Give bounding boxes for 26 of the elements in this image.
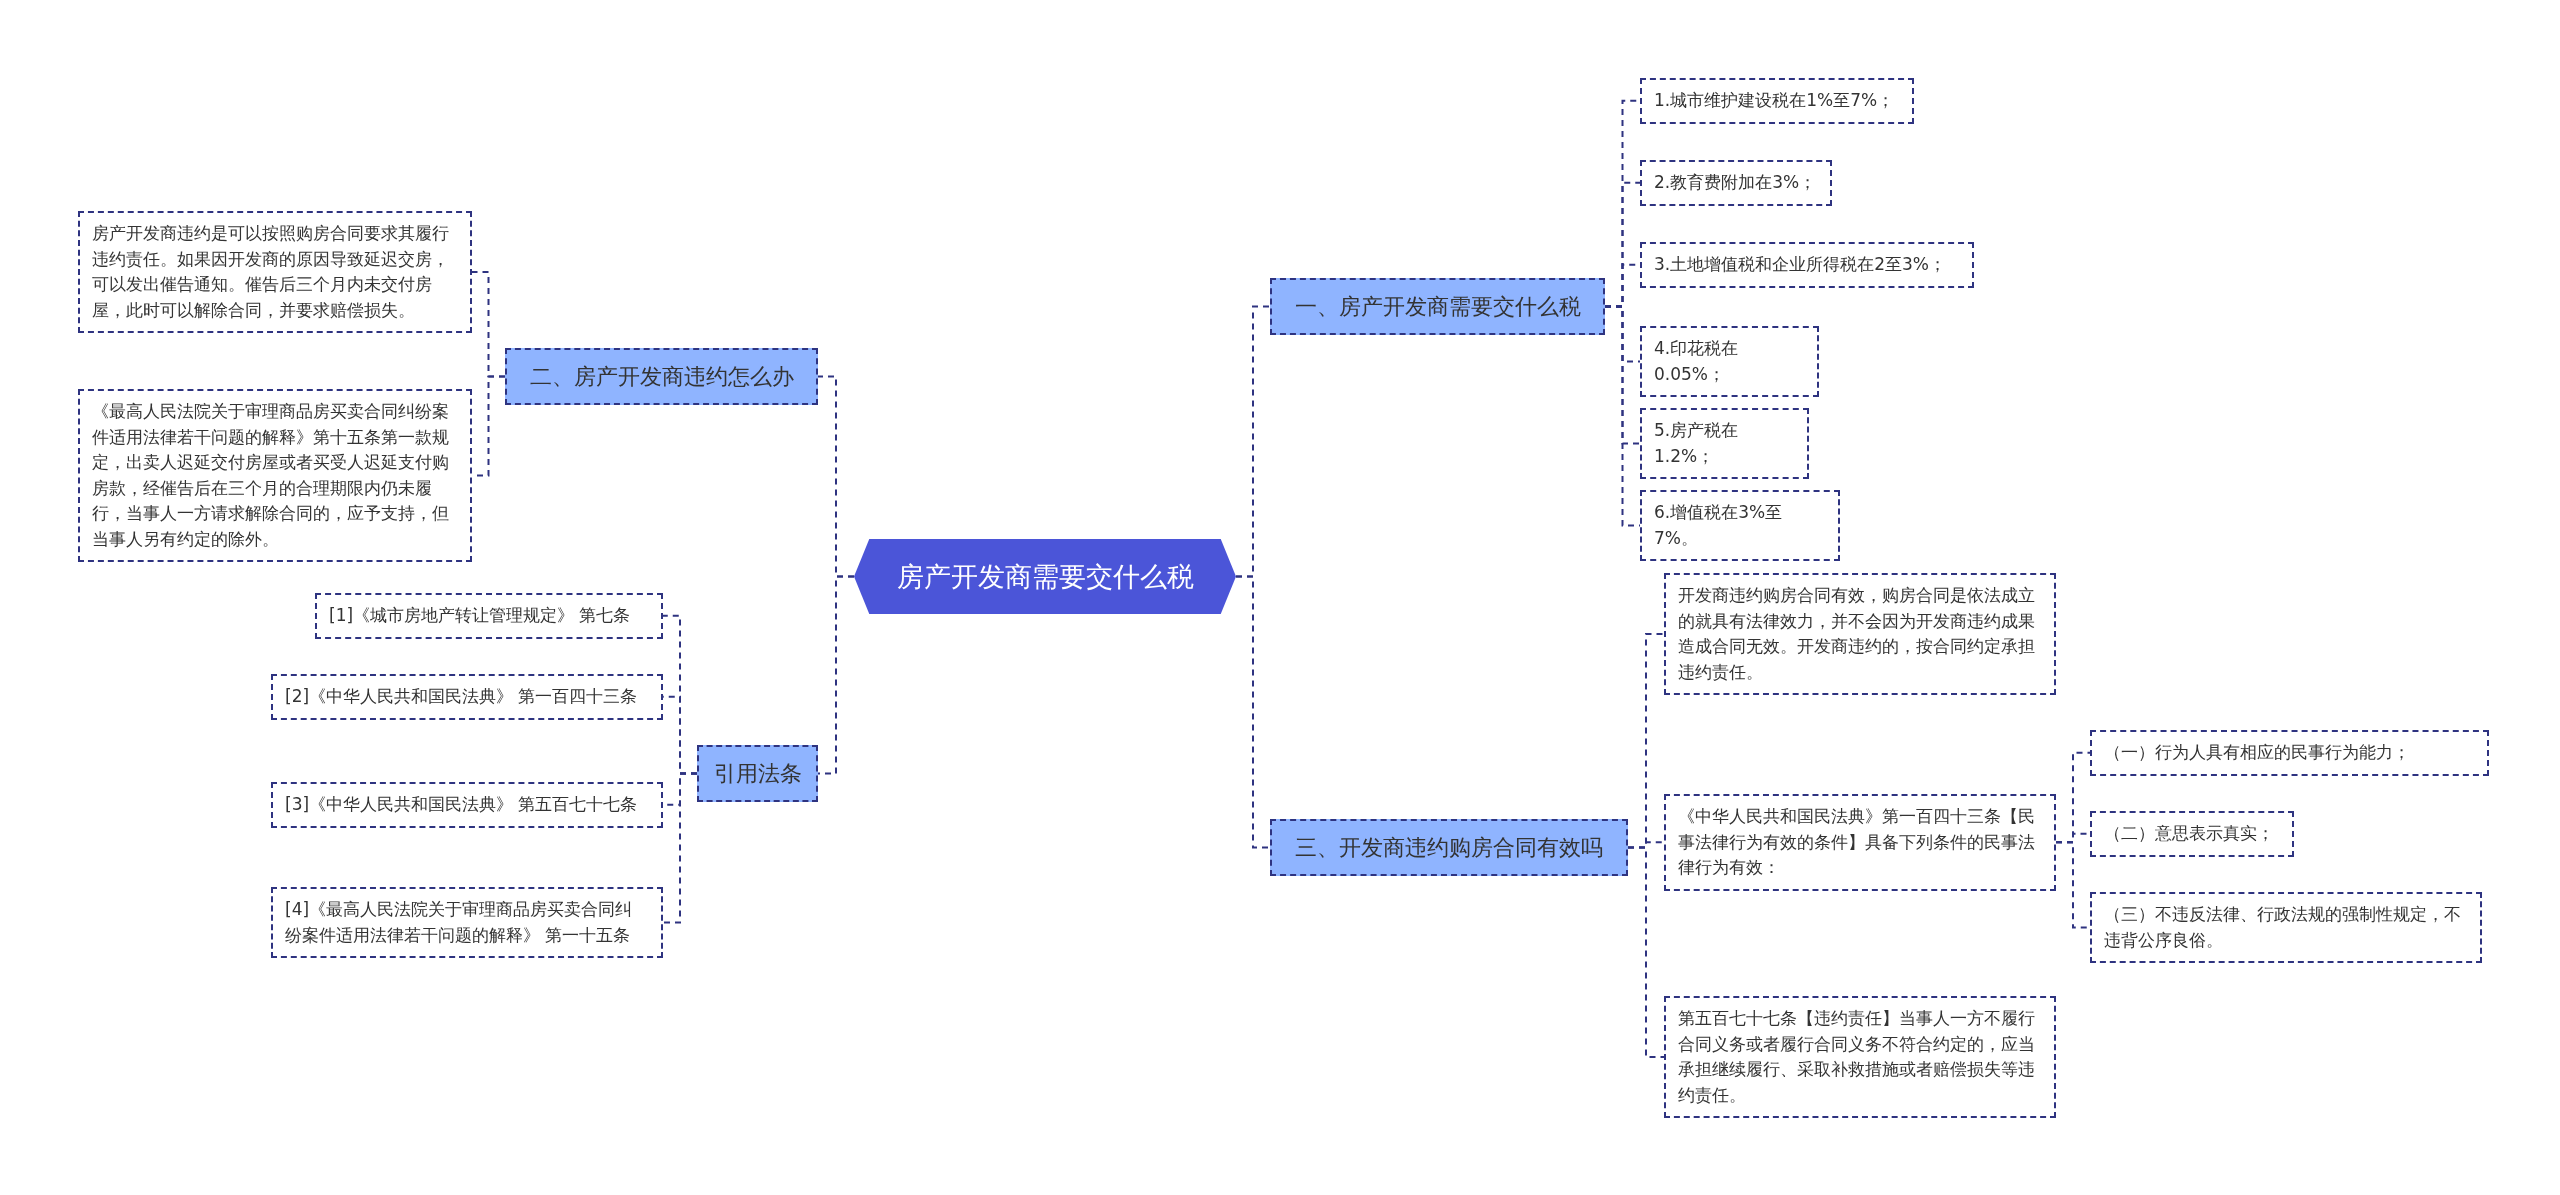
note-box: [3]《中华人民共和国民法典》 第五百七十七条 <box>271 782 663 828</box>
note-box: [4]《最高人民法院关于审理商品房买卖合同纠纷案件适用法律若干问题的解释》 第一十五条 <box>271 887 663 958</box>
connector-line <box>817 575 855 775</box>
note-box: 4.印花税在0.05%； <box>1640 326 1819 397</box>
note-box: 第五百七十七条【违约责任】当事人一方不履行合同义务或者履行合同义务不符合约定的，应当承担继续履行、采取补救措施或者赔偿损失等违约责任。 <box>1664 996 2056 1118</box>
note-box: （二）意思表示真实； <box>2090 811 2294 857</box>
connector-line <box>1235 575 1271 849</box>
branch-topic: 一、房产开发商需要交什么税 <box>1270 278 1605 335</box>
connector-line <box>662 772 698 924</box>
note-box: [2]《中华人民共和国民法典》 第一百四十三条 <box>271 674 663 720</box>
note-box: 6.增值税在3%至7%。 <box>1640 490 1840 561</box>
branch-topic: 三、开发商违约购房合同有效吗 <box>1270 819 1628 876</box>
branch-topic: 引用法条 <box>697 745 818 802</box>
note-box: （一）行为人具有相应的民事行为能力； <box>2090 730 2489 776</box>
note-box: [1]《城市房地产转让管理规定》 第七条 <box>315 593 663 639</box>
connector-line <box>1627 846 1665 1058</box>
note-box: 开发商违约购房合同有效，购房合同是依法成立的就具有法律效力，并不会因为开发商违约成果造成合同无效。开发商违约的，按合同约定承担违约责任。 <box>1664 573 2056 695</box>
note-box: （三）不违反法律、行政法规的强制性规定，不违背公序良俗。 <box>2090 892 2482 963</box>
note-box: 1.城市维护建设税在1%至7%； <box>1640 78 1914 124</box>
note-box: 3.土地增值税和企业所得税在2至3%； <box>1640 242 1974 288</box>
note-box: 房产开发商违约是可以按照购房合同要求其履行违约责任。如果因开发商的原因导致延迟交房，可以发出催告通知。催告后三个月内未交付房屋，此时可以解除合同，并要求赔偿损失。 <box>78 211 472 333</box>
branch-topic: 二、房产开发商违约怎么办 <box>505 348 818 405</box>
note-box: 《最高人民法院关于审理商品房买卖合同纠纷案件适用法律若干问题的解释》第十五条第一款规定，出卖人迟延交付房屋或者买受人迟延支付购房款，经催告后在三个月的合理期限内仍未履行，当事人一方请求解除合同的，应予支持，但当事人另有约定的除外。 <box>78 389 472 562</box>
note-box: 5.房产税在1.2%； <box>1640 408 1809 479</box>
note-box: 2.教育费附加在3%； <box>1640 160 1832 206</box>
note-box: 《中华人民共和国民法典》第一百四十三条【民事法律行为有效的条件】具备下列条件的民事法律行为有效： <box>1664 794 2056 891</box>
